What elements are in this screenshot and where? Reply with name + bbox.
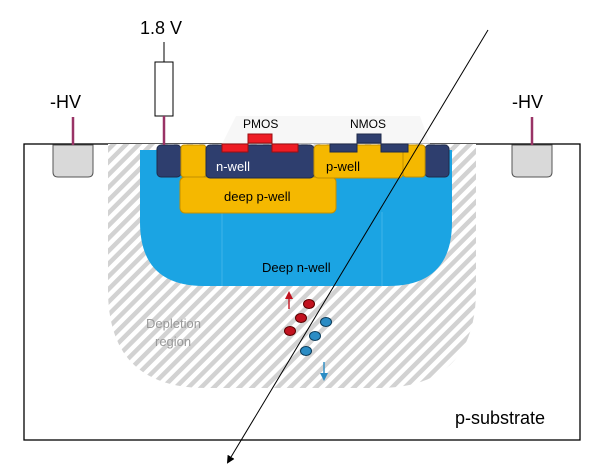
particle-track bbox=[226, 29, 489, 464]
p-well bbox=[313, 144, 404, 179]
depletion-label-line1: Depletion bbox=[146, 316, 201, 331]
voltage-label: 1.8 V bbox=[140, 18, 182, 38]
nmos-source bbox=[329, 143, 358, 153]
pmos-drain bbox=[271, 143, 299, 153]
hole-2 bbox=[309, 331, 321, 341]
n-well-label: n-well bbox=[216, 159, 250, 174]
hv-label-left: -HV bbox=[50, 92, 81, 112]
hole-drift-arrow bbox=[320, 362, 328, 381]
electron-2 bbox=[295, 313, 307, 323]
nmos-label: NMOS bbox=[350, 117, 386, 131]
hv-contact-left bbox=[52, 144, 94, 178]
depletion-label-line2: region bbox=[155, 334, 191, 349]
nmos-drain bbox=[380, 143, 409, 153]
hv-contact-right bbox=[511, 144, 553, 178]
p-region-left bbox=[180, 144, 207, 178]
n-contact-right bbox=[424, 144, 450, 178]
electron-drift-arrow bbox=[285, 291, 293, 309]
hv-label-right: -HV bbox=[512, 92, 543, 112]
deep-p-well-label: deep p-well bbox=[224, 189, 291, 204]
deep-n-well-label: Deep n-well bbox=[262, 260, 331, 275]
p-substrate-label: p-substrate bbox=[455, 408, 545, 428]
resistor bbox=[154, 61, 174, 117]
p-well-label: p-well bbox=[326, 159, 360, 174]
charge-carriers bbox=[284, 299, 332, 356]
pmos-label: PMOS bbox=[243, 117, 278, 131]
electron-1 bbox=[303, 299, 315, 309]
pmos-source bbox=[221, 143, 249, 153]
n-contact-left bbox=[156, 144, 182, 178]
hole-3 bbox=[300, 346, 312, 356]
pmos-gate bbox=[247, 133, 273, 144]
hole-1 bbox=[320, 317, 332, 327]
electron-3 bbox=[284, 326, 296, 336]
nmos-gate bbox=[356, 133, 382, 144]
